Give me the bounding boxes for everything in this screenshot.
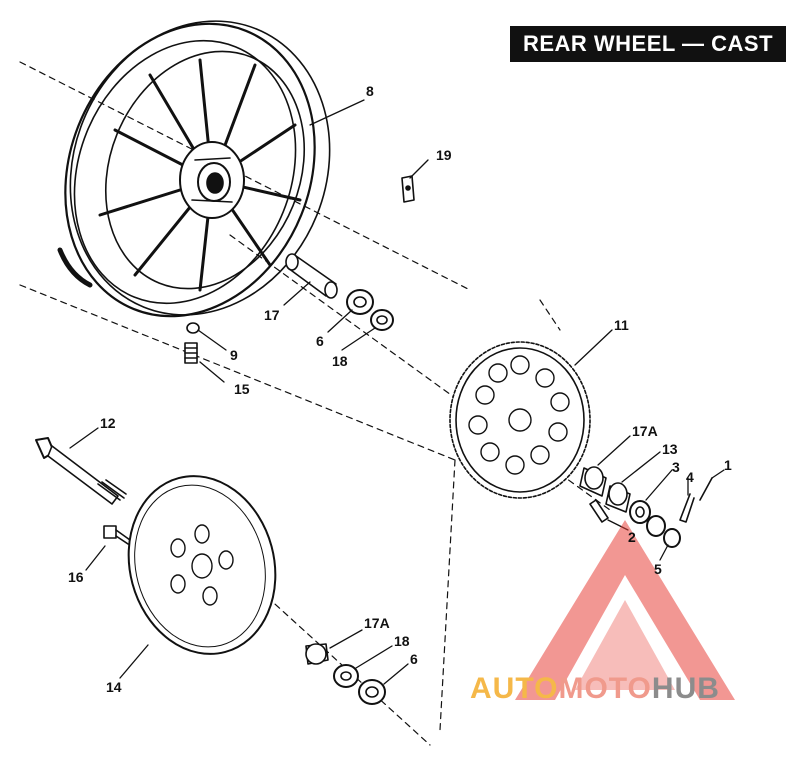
page-title: REAR WHEEL — CAST	[510, 26, 786, 62]
callout-12: 12	[100, 415, 116, 431]
callout-4: 4	[686, 469, 694, 485]
rear-axle	[35, 437, 127, 505]
leader-lines	[69, 99, 725, 685]
callout-9: 9	[230, 347, 238, 363]
callout-6-upper: 6	[316, 333, 324, 349]
callout-17: 17	[264, 307, 280, 323]
rear-sprocket	[449, 341, 591, 499]
clip-part	[401, 175, 415, 203]
watermark-triangle-icon	[515, 520, 735, 700]
callout-18-lower: 18	[394, 633, 410, 649]
callout-3: 3	[672, 459, 680, 475]
callout-18-upper: 18	[332, 353, 348, 369]
logo-part-auto: AUTO	[470, 672, 559, 705]
bearing-lower	[305, 643, 386, 705]
callout-1: 1	[724, 457, 732, 473]
callout-14: 14	[106, 679, 122, 695]
cast-wheel	[57, 20, 331, 318]
callout-15: 15	[234, 381, 250, 397]
watermark-logo: AUTOMOTOHUB	[470, 672, 720, 706]
axle-spacer	[285, 253, 338, 299]
callout-13: 13	[662, 441, 678, 457]
logo-part-moto: MOTO	[558, 672, 652, 705]
callout-8: 8	[366, 83, 374, 99]
bearing-upper	[346, 289, 394, 331]
valve-stem	[184, 322, 200, 364]
callout-5: 5	[654, 561, 662, 577]
logo-part-hub: HUB	[651, 672, 720, 705]
axle-hardware-right	[579, 466, 713, 548]
callout-16: 16	[68, 569, 84, 585]
callout-17a-lower: 17A	[364, 615, 390, 631]
brake-disc	[127, 475, 277, 655]
callout-2: 2	[628, 529, 636, 545]
callout-19: 19	[436, 147, 452, 163]
brake-disc-bolt	[103, 525, 131, 545]
callout-11: 11	[614, 317, 629, 333]
callout-6-lower: 6	[410, 651, 418, 667]
callout-17a-right: 17A	[632, 423, 658, 439]
